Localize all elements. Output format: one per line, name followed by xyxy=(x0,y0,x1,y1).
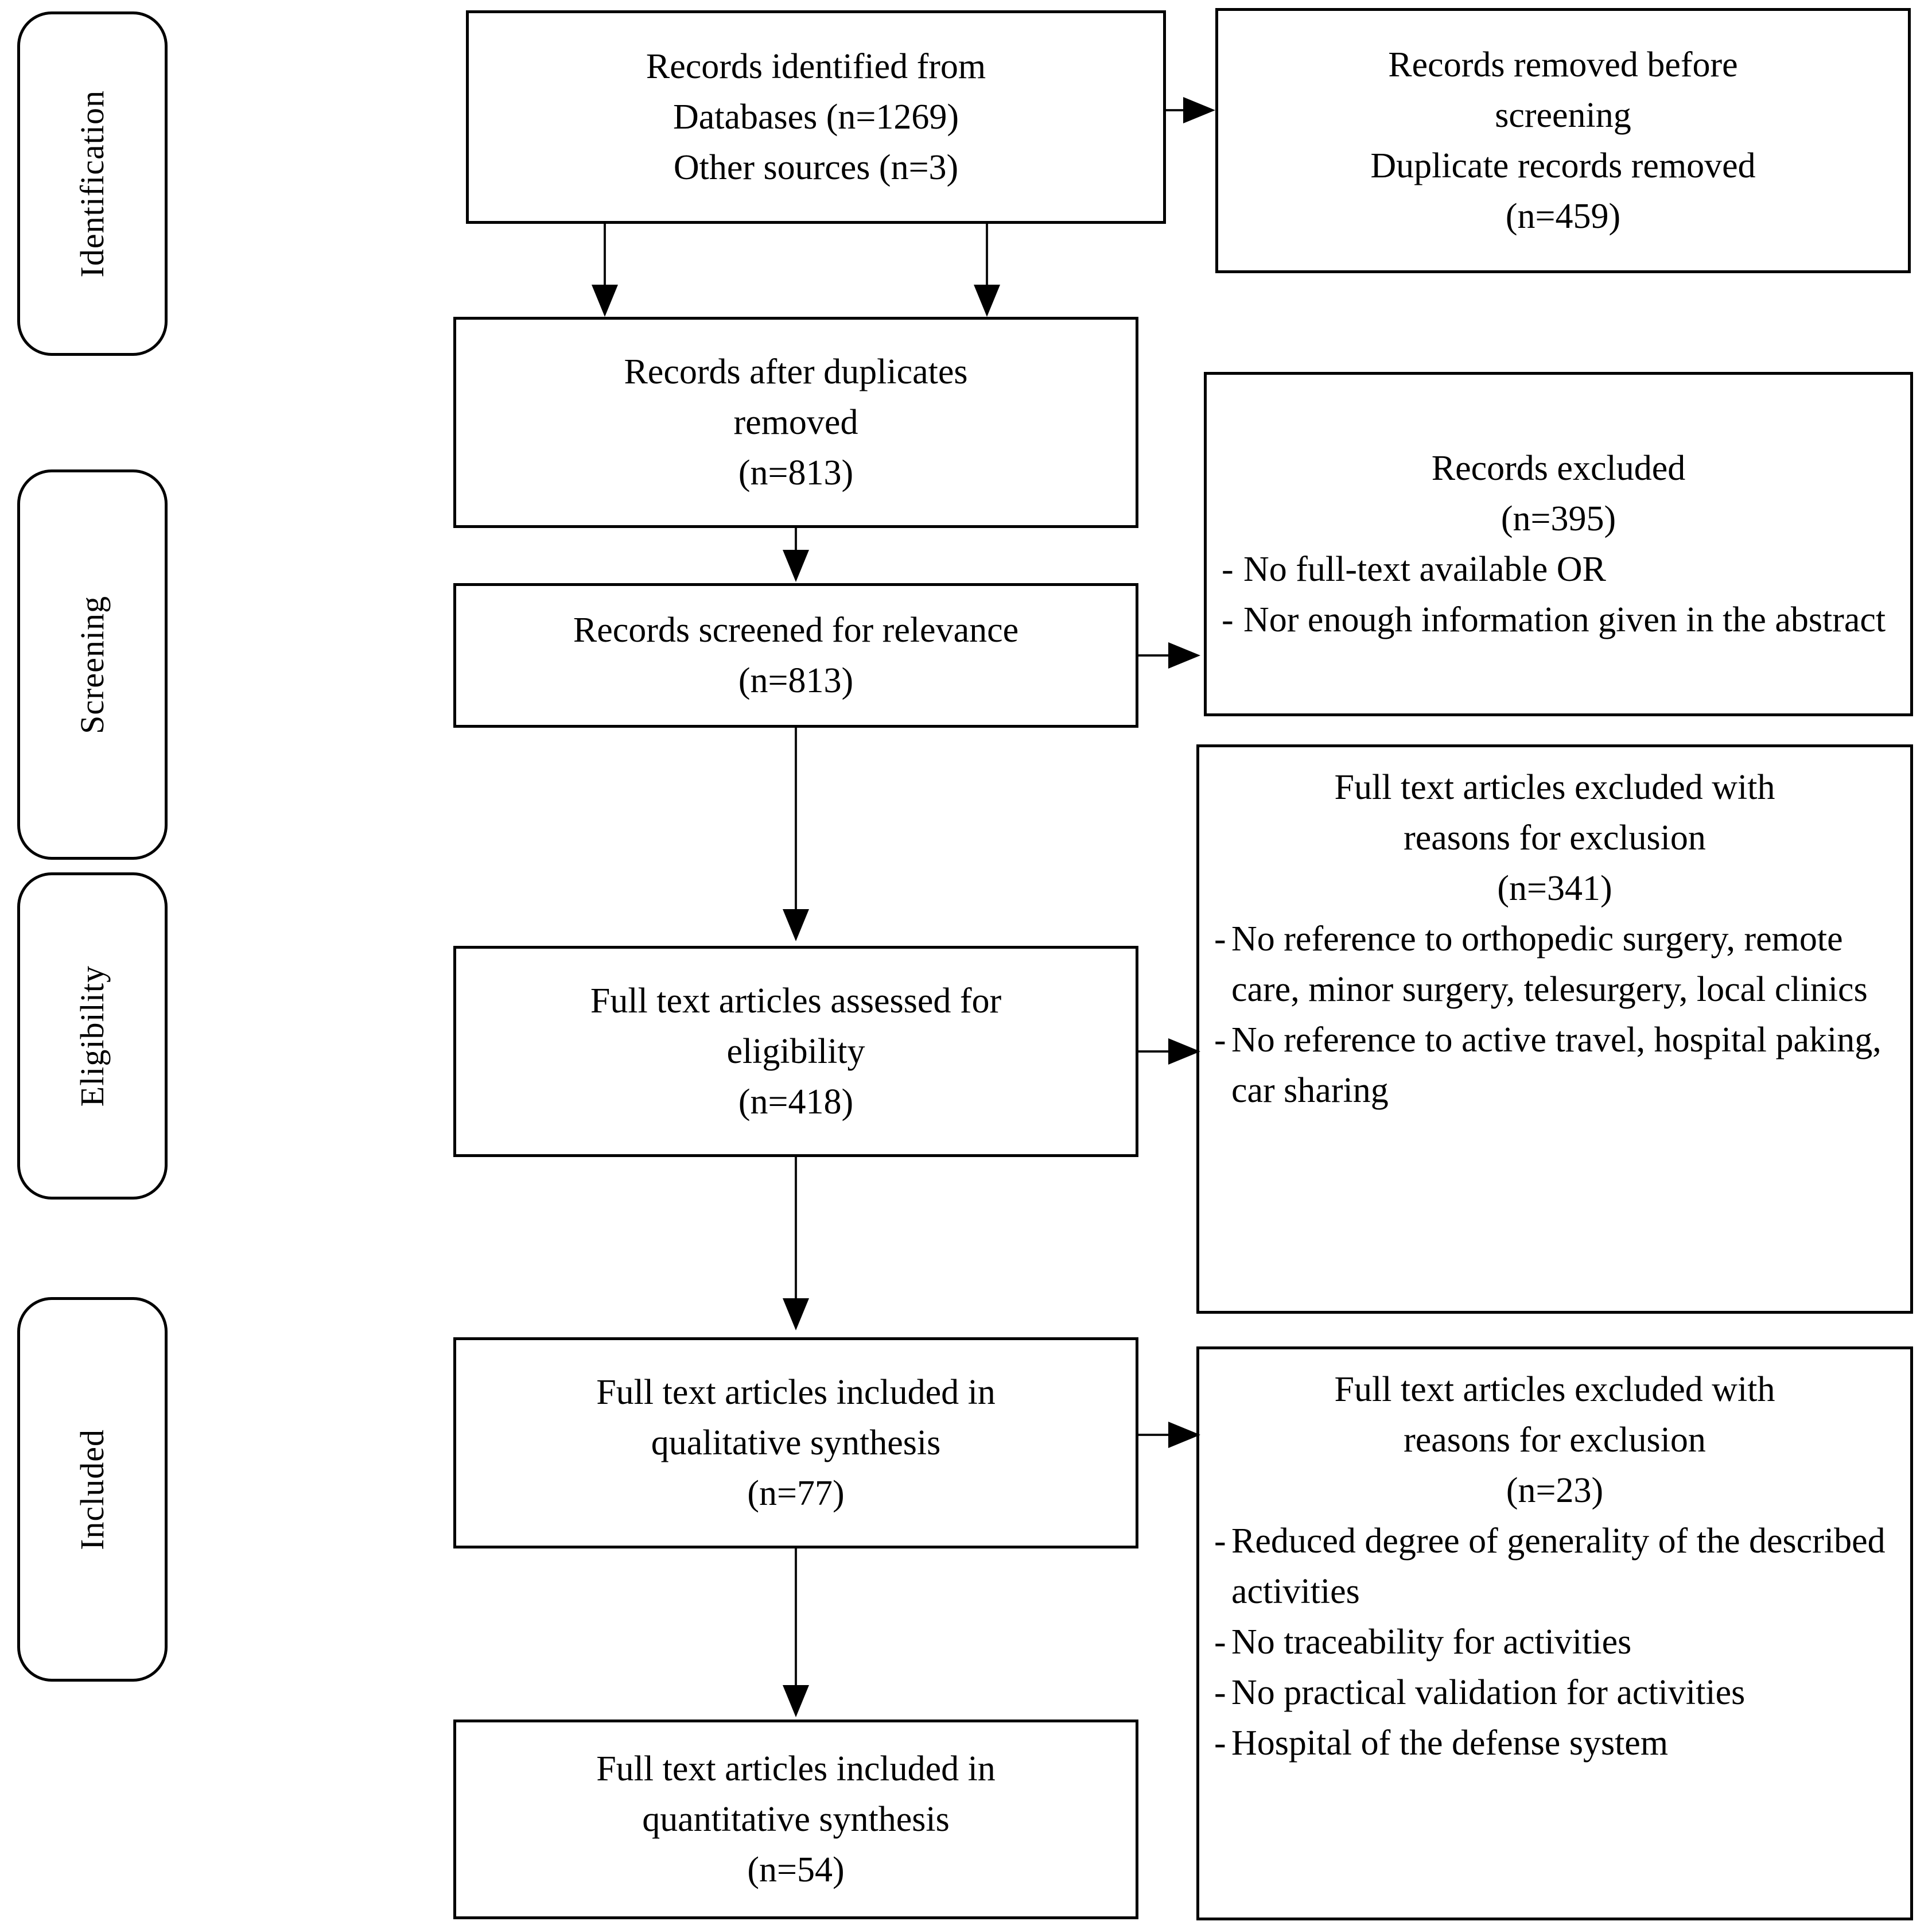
box-fulltext-excluded-23: Full text articles excluded with reasons… xyxy=(1196,1346,1913,1920)
box-records-screened-line-1: Records screened for relevance xyxy=(573,610,1019,650)
arrowhead-assessed-to-qualitative xyxy=(783,1298,809,1330)
box-fulltext-excluded-341-heading-2: reasons for exclusion xyxy=(1404,818,1706,858)
stage-pill-included: Included xyxy=(17,1297,168,1682)
box-fulltext-excluded-23-heading-1: Full text articles excluded with xyxy=(1334,1370,1775,1409)
box-fulltext-excluded-341-bullet-1: - No reference to orthopedic surgery, re… xyxy=(1214,914,1895,1015)
box-fulltext-assessed-line-2: eligibility xyxy=(726,1031,865,1071)
arrowhead-identified-to-removed xyxy=(1183,97,1215,123)
stage-pill-eligibility: Eligibility xyxy=(17,872,168,1200)
box-fulltext-excluded-341-bullet-2: - No reference to active travel, hospita… xyxy=(1214,1015,1895,1116)
box-qualitative-line-3: (n=77) xyxy=(747,1474,845,1513)
bullet-dash-icon: - xyxy=(1214,919,1226,959)
arrowhead-duplicates-to-screened xyxy=(783,550,809,582)
connector-screened-to-excluded xyxy=(1138,654,1174,657)
connector-qualitative-to-excluded23 xyxy=(1138,1434,1174,1436)
connector-qualitative-to-quantitative xyxy=(795,1548,797,1687)
box-fulltext-excluded-23-bullet-4: - Hospital of the defense system xyxy=(1214,1718,1895,1768)
box-records-screened-line-2: (n=813) xyxy=(738,661,854,700)
bullet-dash-icon: - xyxy=(1222,600,1234,640)
box-records-screened: Records screened for relevance (n=813) xyxy=(453,583,1138,728)
bullet-dash-icon: - xyxy=(1214,1020,1226,1060)
connector-identified-to-duplicates-left xyxy=(604,224,606,293)
box-quantitative-synthesis: Full text articles included in quantitat… xyxy=(453,1720,1138,1919)
box-fulltext-excluded-23-bullet-1-text: Reduced degree of generality of the desc… xyxy=(1231,1522,1886,1612)
stage-label-identification: Identification xyxy=(73,90,111,278)
box-records-excluded-bullet-1-text: No full-text available OR xyxy=(1243,550,1606,589)
box-fulltext-excluded-23-bullet-4-text: Hospital of the defense system xyxy=(1231,1724,1669,1763)
box-fulltext-excluded-23-heading-2: reasons for exclusion xyxy=(1404,1420,1706,1460)
box-records-identified-line-1: Records identified from xyxy=(646,46,986,86)
box-records-after-duplicates: Records after duplicates removed (n=813) xyxy=(453,317,1138,528)
box-records-excluded-heading-1: Records excluded xyxy=(1431,448,1686,488)
box-quantitative-line-1: Full text articles included in xyxy=(596,1749,996,1788)
stage-pill-identification: Identification xyxy=(17,11,168,356)
box-fulltext-excluded-341-bullet-1-text: No reference to orthopedic surgery, remo… xyxy=(1231,919,1868,1010)
box-after-duplicates-line-2: removed xyxy=(733,402,858,442)
box-records-excluded-heading-2: (n=395) xyxy=(1500,499,1616,538)
box-records-removed-line-1: Records removed before xyxy=(1388,45,1738,84)
bullet-dash-icon: - xyxy=(1214,1522,1226,1561)
box-records-removed-line-4: (n=459) xyxy=(1505,197,1621,236)
box-fulltext-excluded-341-heading-1: Full text articles excluded with xyxy=(1334,768,1775,807)
stage-label-screening: Screening xyxy=(73,595,111,734)
box-fulltext-excluded-23-heading-3: (n=23) xyxy=(1506,1471,1604,1511)
box-records-identified: Records identified from Databases (n=126… xyxy=(466,10,1166,224)
arrowhead-identified-to-duplicates-right xyxy=(974,285,1000,317)
box-fulltext-excluded-341-bullet-2-text: No reference to active travel, hospital … xyxy=(1231,1020,1882,1111)
bullet-dash-icon: - xyxy=(1214,1724,1226,1763)
connector-assessed-to-excluded341 xyxy=(1138,1050,1174,1053)
stage-pill-screening: Screening xyxy=(17,469,168,860)
box-qualitative-line-2: qualitative synthesis xyxy=(651,1423,941,1462)
connector-assessed-to-qualitative xyxy=(795,1157,797,1299)
box-qualitative-synthesis: Full text articles included in qualitati… xyxy=(453,1337,1138,1548)
box-quantitative-line-3: (n=54) xyxy=(747,1850,845,1890)
box-fulltext-assessed: Full text articles assessed for eligibil… xyxy=(453,946,1138,1157)
box-records-excluded-bullet-2-text: Nor enough information given in the abst… xyxy=(1243,600,1886,640)
stage-label-included: Included xyxy=(73,1429,111,1550)
box-fulltext-excluded-341: Full text articles excluded with reasons… xyxy=(1196,744,1913,1314)
bullet-dash-icon: - xyxy=(1214,1623,1226,1662)
box-records-removed-line-3: Duplicate records removed xyxy=(1370,146,1756,185)
connector-screened-to-assessed xyxy=(795,728,797,913)
box-records-excluded-bullet-2: - Nor enough information given in the ab… xyxy=(1222,595,1895,645)
box-records-identified-line-2: Databases (n=1269) xyxy=(672,97,959,137)
box-fulltext-excluded-341-heading-3: (n=341) xyxy=(1497,869,1612,909)
arrowhead-screened-to-excluded xyxy=(1168,642,1200,669)
box-fulltext-assessed-line-3: (n=418) xyxy=(738,1082,854,1122)
bullet-dash-icon: - xyxy=(1214,1673,1226,1713)
connector-identified-to-removed xyxy=(1166,109,1199,111)
box-records-removed-before-screening: Records removed before screening Duplica… xyxy=(1215,8,1911,273)
arrowhead-assessed-to-excluded341 xyxy=(1168,1038,1200,1065)
box-records-excluded: Records excluded (n=395) - No full-text … xyxy=(1204,372,1913,716)
box-fulltext-excluded-23-bullet-3: - No practical validation for activities xyxy=(1214,1667,1895,1718)
box-after-duplicates-line-3: (n=813) xyxy=(738,453,854,493)
box-after-duplicates-line-1: Records after duplicates xyxy=(624,352,968,391)
bullet-dash-icon: - xyxy=(1222,550,1234,589)
box-fulltext-excluded-23-bullet-2-text: No traceability for activities xyxy=(1231,1623,1632,1662)
stage-label-eligibility: Eligibility xyxy=(73,965,111,1107)
connector-duplicates-to-screened xyxy=(795,528,797,553)
box-quantitative-line-2: quantitative synthesis xyxy=(642,1799,950,1839)
box-records-identified-line-3: Other sources (n=3) xyxy=(673,148,959,188)
connector-identified-to-duplicates-right xyxy=(986,224,988,293)
box-fulltext-excluded-23-bullet-1: - Reduced degree of generality of the de… xyxy=(1214,1516,1895,1617)
box-fulltext-excluded-23-bullet-2: - No traceability for activities xyxy=(1214,1617,1895,1667)
arrowhead-identified-to-duplicates-left xyxy=(592,285,618,317)
box-qualitative-line-1: Full text articles included in xyxy=(596,1372,996,1412)
arrowhead-screened-to-assessed xyxy=(783,909,809,941)
arrowhead-qualitative-to-excluded23 xyxy=(1168,1422,1200,1448)
arrowhead-qualitative-to-quantitative xyxy=(783,1685,809,1717)
box-fulltext-assessed-line-1: Full text articles assessed for xyxy=(590,981,1002,1020)
box-records-removed-line-2: screening xyxy=(1495,95,1631,135)
box-fulltext-excluded-23-bullet-3-text: No practical validation for activities xyxy=(1231,1673,1746,1713)
box-records-excluded-bullet-1: - No full-text available OR xyxy=(1222,544,1895,595)
